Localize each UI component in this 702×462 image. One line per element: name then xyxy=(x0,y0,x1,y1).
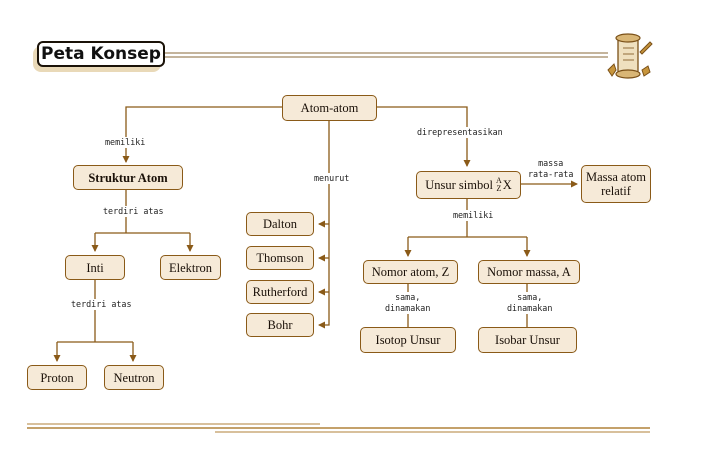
nuclide-notation: A Z xyxy=(496,177,502,193)
page-title: Peta Konsep xyxy=(37,41,165,67)
massa-atom-line1: Massa atom xyxy=(585,170,647,184)
label-massa: massa xyxy=(538,158,564,168)
label-dinamakan-2: dinamakan xyxy=(507,303,553,313)
node-dalton: Dalton xyxy=(246,212,314,236)
label-sama-dinamakan-2: sama, dinamakan xyxy=(506,292,554,314)
label-massa-rata-rata: massa rata-rata xyxy=(527,158,575,180)
label-terdiri-atas-1: terdiri atas xyxy=(102,206,165,217)
label-sama-2: sama, xyxy=(517,292,543,302)
node-isotop-unsur: Isotop Unsur xyxy=(360,327,456,353)
label-rata-rata: rata-rata xyxy=(528,169,574,179)
node-struktur-atom: Struktur Atom xyxy=(73,165,183,190)
element-symbol: X xyxy=(502,178,512,192)
label-memiliki-right: memiliki xyxy=(452,210,495,221)
node-elektron: Elektron xyxy=(160,255,221,280)
unsur-simbol-label: Unsur simbol xyxy=(425,178,493,192)
node-isobar-unsur: Isobar Unsur xyxy=(478,327,577,353)
label-sama-1: sama, xyxy=(395,292,421,302)
label-terdiri-atas-2: terdiri atas xyxy=(70,299,133,310)
node-neutron: Neutron xyxy=(104,365,164,390)
node-thomson: Thomson xyxy=(246,246,314,270)
label-sama-dinamakan-1: sama, dinamakan xyxy=(384,292,432,314)
label-memiliki-left: memiliki xyxy=(104,137,147,148)
label-menurut: menurut xyxy=(313,173,351,184)
node-inti: Inti xyxy=(65,255,125,280)
mass-number-symbol: A xyxy=(495,176,502,185)
node-proton: Proton xyxy=(27,365,87,390)
label-direpresentasikan: direpresentasikan xyxy=(416,127,504,138)
node-atom-atom: Atom-atom xyxy=(282,95,377,121)
node-unsur-simbol: Unsur simbol A Z X xyxy=(416,171,521,199)
writing-scroll-icon xyxy=(607,33,653,79)
node-nomor-massa: Nomor massa, A xyxy=(478,260,580,284)
node-bohr: Bohr xyxy=(246,313,314,337)
massa-atom-line2: relatif xyxy=(601,184,631,198)
node-rutherford: Rutherford xyxy=(246,280,314,304)
node-nomor-atom: Nomor atom, Z xyxy=(363,260,458,284)
node-massa-atom-relatif: Massa atom relatif xyxy=(581,165,651,203)
label-dinamakan-1: dinamakan xyxy=(385,303,431,313)
atomic-number-symbol: Z xyxy=(496,184,502,193)
